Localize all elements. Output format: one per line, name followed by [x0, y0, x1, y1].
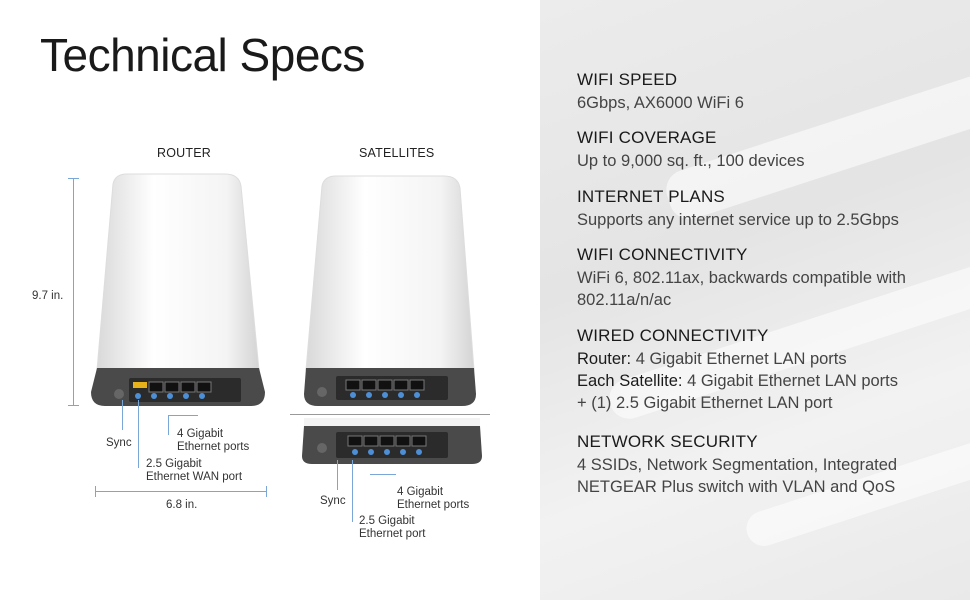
spec-wifi-speed: WIFI SPEED 6Gbps, AX6000 WiFi 6 — [577, 70, 957, 114]
width-dimension-cap-left — [95, 486, 96, 497]
spec-row-label: Router: — [577, 350, 632, 368]
spec-heading: NETWORK SECURITY — [577, 432, 758, 451]
height-dimension-cap-bottom — [68, 405, 79, 406]
height-dimension-cap-top — [68, 178, 79, 179]
satellite-sync-label: Sync — [320, 495, 346, 507]
spec-row-text: + (1) 2.5 Gigabit Ethernet LAN port — [577, 394, 833, 412]
spec-wifi-connectivity: WIFI CONNECTIVITY WiFi 6, 802.11ax, back… — [577, 245, 957, 311]
satellite-ports-leader — [370, 474, 396, 475]
width-label: 6.8 in. — [166, 499, 198, 511]
width-dimension-cap-right — [266, 486, 267, 497]
closeup-divider — [290, 414, 490, 415]
satellite-sync-leader — [337, 460, 338, 490]
satellite-image — [304, 175, 476, 406]
spec-internet-plans: INTERNET PLANS Supports any internet ser… — [577, 187, 957, 231]
spec-row: + (1) 2.5 Gigabit Ethernet LAN port — [577, 392, 957, 414]
spec-heading: WIFI SPEED — [577, 70, 678, 89]
spec-row: Router: 4 Gigabit Ethernet LAN ports — [577, 348, 957, 370]
height-label: 9.7 in. — [32, 290, 64, 303]
spec-value: 802.11a/n/ac — [577, 291, 672, 309]
router-sync-leader — [122, 400, 123, 430]
satellites-label: SATELLITES — [359, 146, 435, 160]
satellite-eth-label: 2.5 Gigabit Ethernet port — [359, 515, 426, 540]
spec-heading: WIFI CONNECTIVITY — [577, 245, 748, 264]
spec-row-text: 4 Gigabit Ethernet LAN ports — [682, 372, 899, 390]
height-dimension-line — [73, 178, 74, 406]
router-ports-leader-vertical — [168, 415, 169, 435]
spec-row: Each Satellite: 4 Gigabit Ethernet LAN p… — [577, 370, 957, 392]
spec-row-label: Each Satellite: — [577, 372, 683, 390]
spec-wifi-coverage: WIFI COVERAGE Up to 9,000 sq. ft., 100 d… — [577, 128, 957, 172]
spec-value: NETGEAR Plus switch with VLAN and QoS — [577, 478, 896, 496]
router-sync-label: Sync — [106, 437, 132, 449]
specs-panel: WIFI SPEED 6Gbps, AX6000 WiFi 6 WIFI COV… — [540, 0, 970, 600]
width-dimension-line — [95, 491, 267, 492]
spec-value: 6Gbps, AX6000 WiFi 6 — [577, 94, 744, 112]
spec-value: Supports any internet service up to 2.5G… — [577, 211, 899, 229]
router-wan-label: 2.5 Gigabit Ethernet WAN port — [146, 458, 243, 483]
spec-wired-connectivity: WIRED CONNECTIVITY Router: 4 Gigabit Eth… — [577, 326, 957, 414]
router-ports-leader — [168, 415, 198, 416]
spec-value: 4 SSIDs, Network Segmentation, Integrate… — [577, 456, 898, 474]
spec-row-text: 4 Gigabit Ethernet LAN ports — [631, 350, 847, 368]
spec-value: Up to 9,000 sq. ft., 100 devices — [577, 152, 805, 170]
router-image — [91, 173, 265, 406]
satellite-eth-leader — [352, 460, 353, 522]
spec-heading: WIFI COVERAGE — [577, 128, 717, 147]
product-illustration-panel: Technical Specs ROUTER SATELLITES 9.7 in… — [32, 29, 490, 540]
spec-heading: INTERNET PLANS — [577, 187, 725, 206]
page-title: Technical Specs — [40, 29, 365, 81]
satellite-ports-label: 4 Gigabit Ethernet ports — [397, 486, 470, 511]
spec-network-security: NETWORK SECURITY 4 SSIDs, Network Segmen… — [577, 432, 957, 498]
router-wan-leader — [138, 400, 139, 468]
spec-value: WiFi 6, 802.11ax, backwards compatible w… — [577, 269, 906, 287]
satellite-closeup-image — [302, 418, 482, 464]
router-ports-label: 4 Gigabit Ethernet ports — [177, 428, 250, 453]
router-label: ROUTER — [157, 146, 211, 160]
spec-heading: WIRED CONNECTIVITY — [577, 326, 769, 345]
